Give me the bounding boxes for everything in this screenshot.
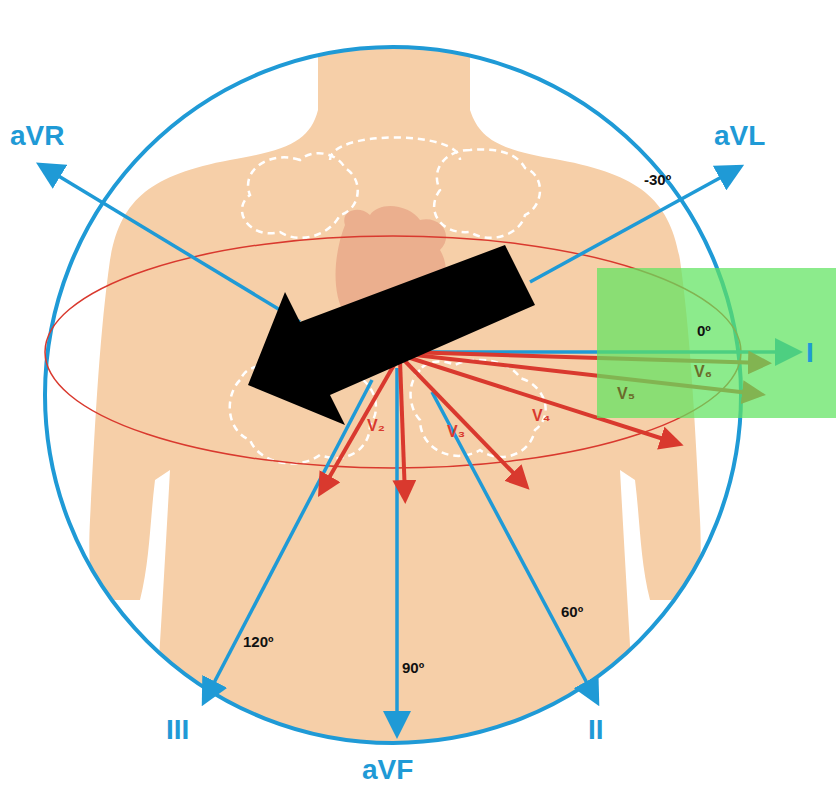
- lead-name: I: [806, 339, 814, 367]
- highlight-box: [597, 268, 836, 418]
- chest-lead-name: V₄: [532, 408, 550, 424]
- lead-name: aVF: [362, 756, 413, 784]
- lead-name: III: [166, 716, 189, 744]
- angle-label: -30º: [644, 172, 671, 187]
- angle-label: 90º: [402, 660, 424, 675]
- chest-lead-name: V₂: [367, 418, 385, 434]
- chest-lead-name: V₆: [694, 364, 712, 380]
- electrical-axis-arrow: [248, 245, 535, 425]
- angle-label: 60º: [561, 604, 583, 619]
- chest-lead-name: V₃: [447, 424, 465, 440]
- lead-name: aVR: [10, 122, 64, 150]
- lead-name: II: [588, 716, 604, 744]
- lead-name: aVL: [714, 122, 765, 150]
- chest-lead-vectors: [322, 352, 764, 496]
- organ-outlines: [230, 138, 546, 464]
- chest-lead-name: V₅: [617, 386, 635, 402]
- angle-label: 0º: [697, 323, 711, 338]
- angle-label: 120º: [243, 634, 274, 649]
- limb-lead-axes: [42, 166, 796, 732]
